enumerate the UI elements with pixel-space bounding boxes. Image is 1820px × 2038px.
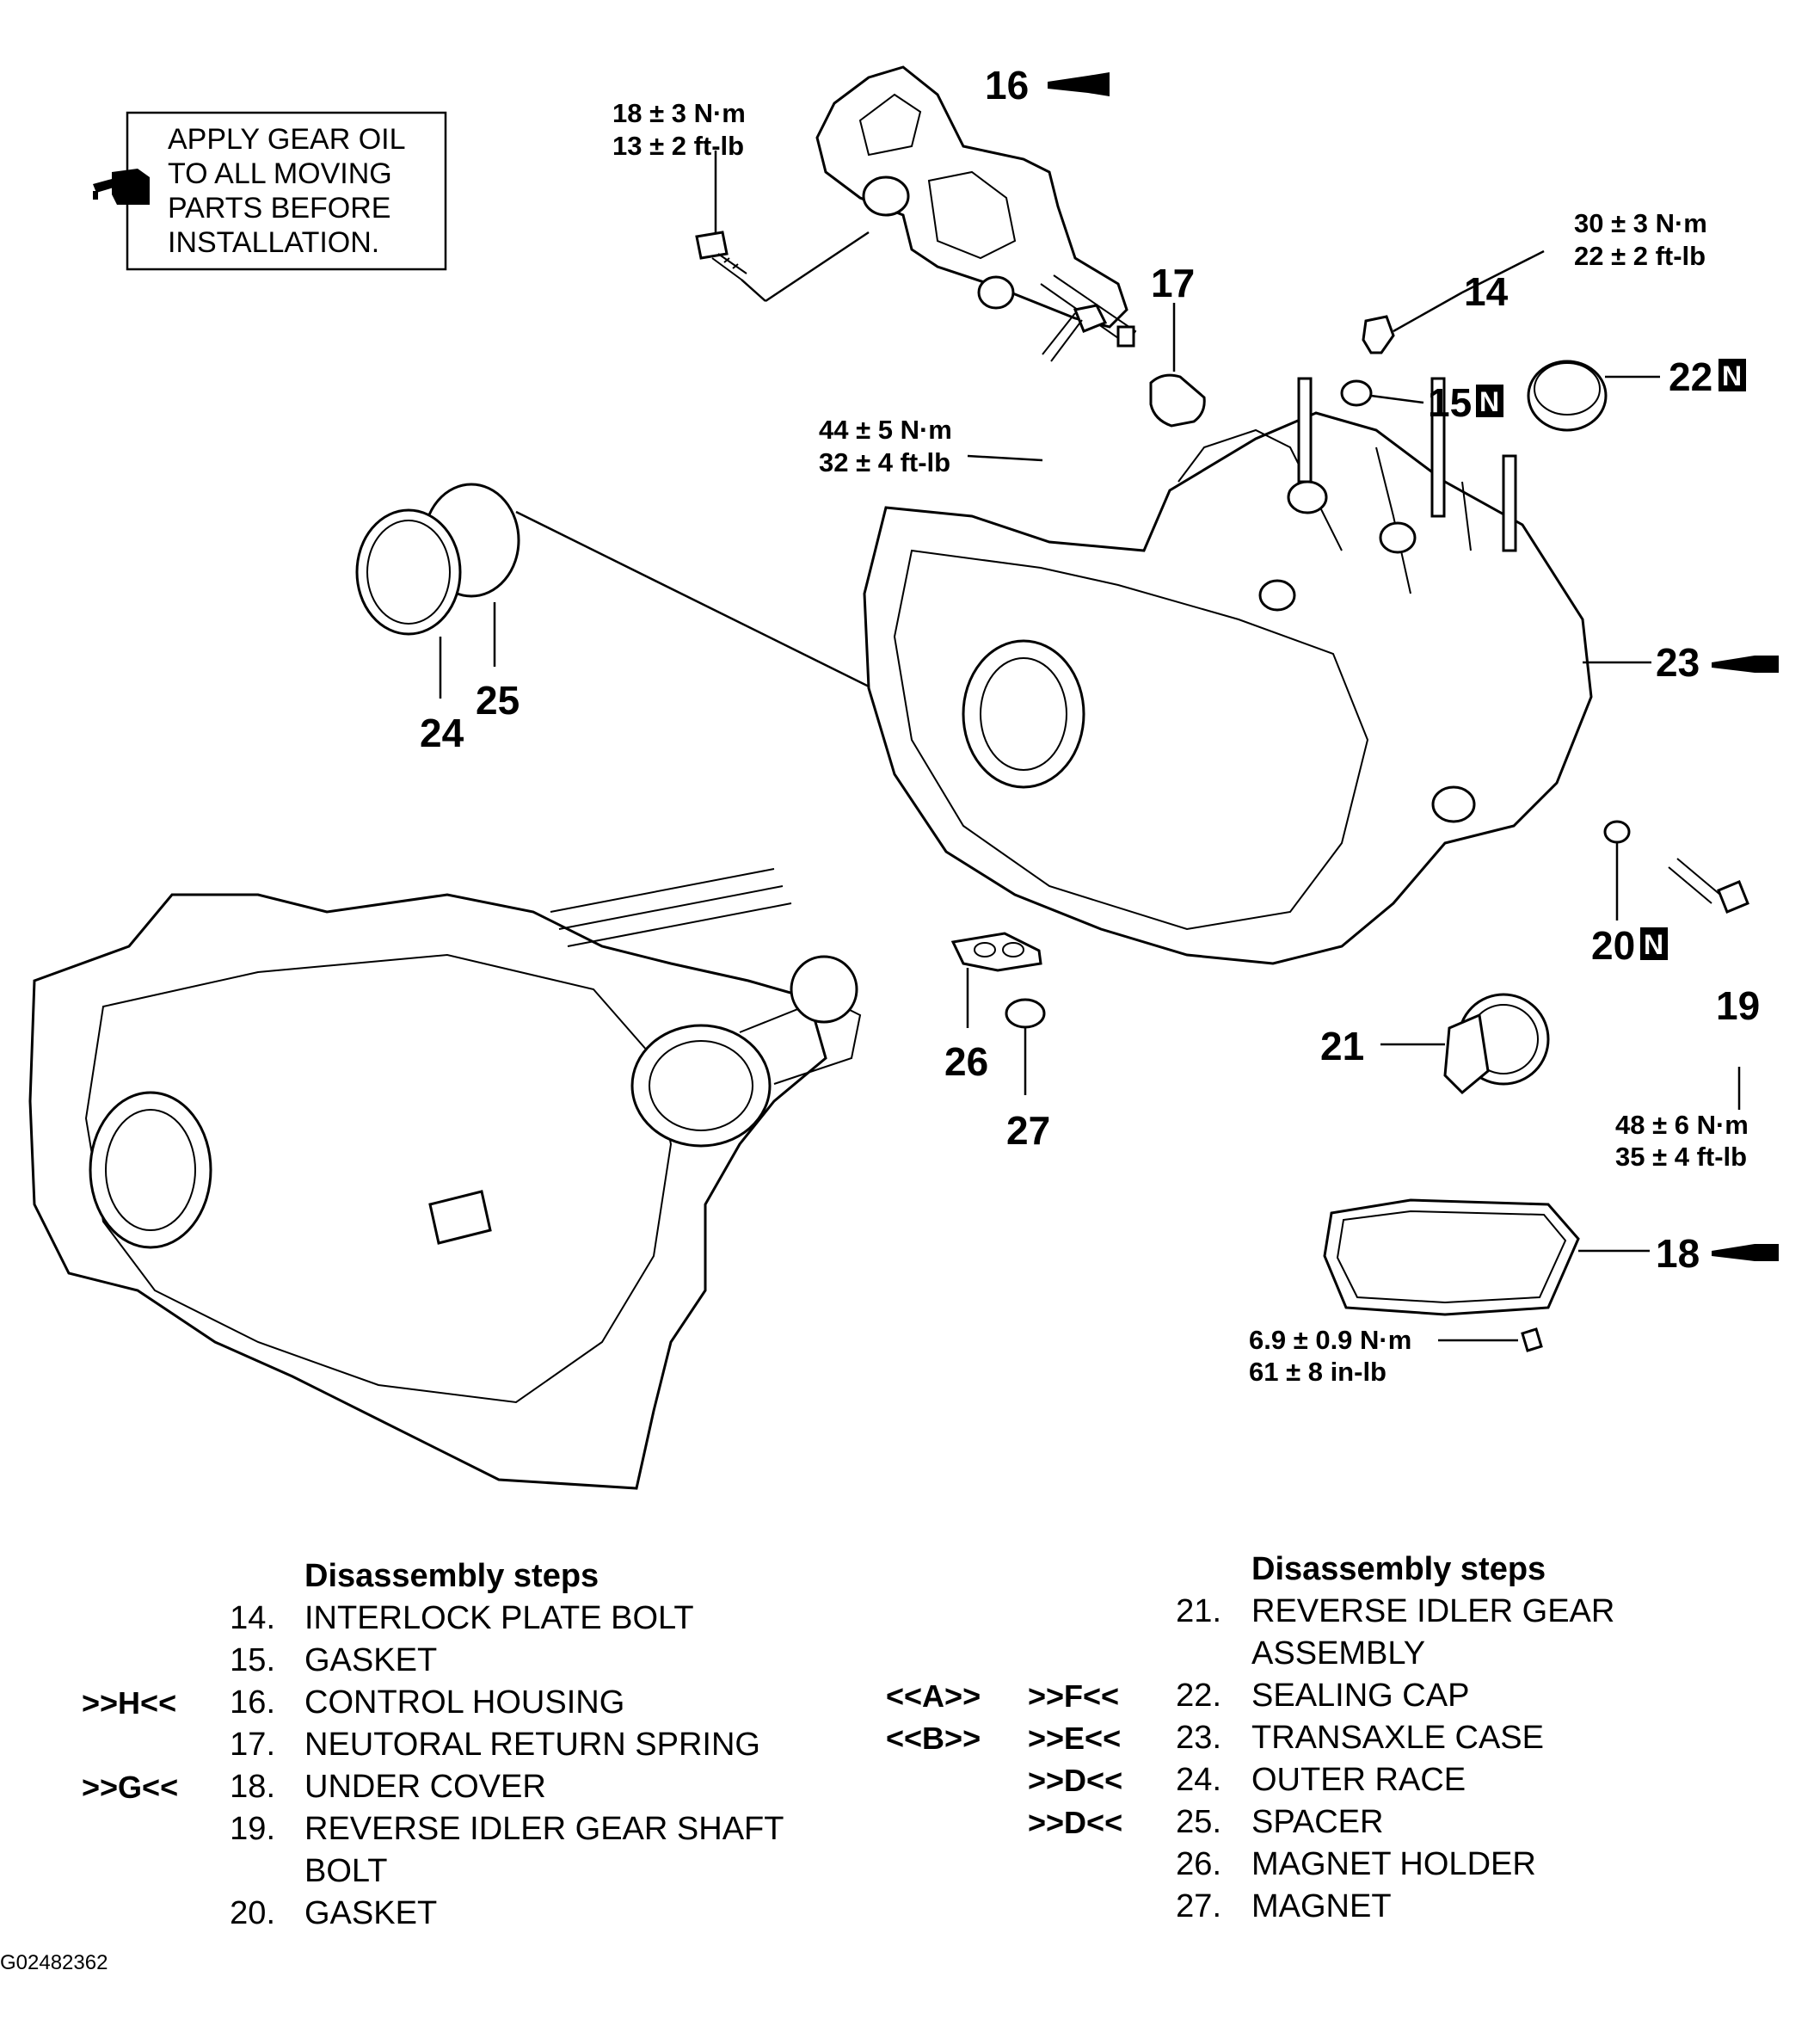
step-ref: <<B>>	[886, 1721, 981, 1756]
step-ref: >>D<<	[1028, 1763, 1123, 1798]
transaxle-assembly-drawing	[28, 868, 862, 1490]
note-line-4: INSTALLATION.	[168, 226, 379, 259]
step-number: 27.	[1176, 1888, 1221, 1924]
callout-23: 23	[1656, 640, 1700, 685]
step-number: 20.	[230, 1895, 275, 1931]
neutral-return-spring-drawing	[1149, 303, 1206, 428]
step-label: GASKET	[304, 1642, 438, 1678]
interlock-bolt-drawing	[1340, 249, 1545, 407]
step-label: SPACER	[1251, 1804, 1384, 1840]
note-line-2: TO ALL MOVING	[168, 157, 392, 190]
outer-race-and-spacer-drawing	[355, 483, 1024, 765]
step-label: CONTROL HOUSING	[304, 1684, 625, 1721]
torque-case-metric: 44 ± 5 N·m	[819, 415, 952, 445]
torque-16-metric: 18 ± 3 N·m	[612, 98, 746, 128]
step-label: REVERSE IDLER GEAR SHAFT	[304, 1811, 784, 1847]
torque-14-imperial: 22 ± 2 ft-lb	[1574, 241, 1706, 271]
callout-17: 17	[1151, 261, 1195, 305]
callout-23-wedge	[1712, 656, 1779, 673]
step-label: MAGNET	[1251, 1888, 1392, 1924]
step-label: UNDER COVER	[304, 1769, 546, 1805]
callout-18-wedge	[1712, 1244, 1779, 1261]
control-housing-bolt	[695, 151, 870, 303]
callout-19: 19	[1716, 983, 1760, 1028]
callout-18: 18	[1656, 1231, 1700, 1276]
step-label: SEALING CAP	[1251, 1678, 1470, 1714]
callout-14: 14	[1464, 269, 1509, 314]
steps-right: Disassembly steps 21. REVERSE IDLER GEAR…	[860, 1549, 1806, 1936]
step-number: 18.	[230, 1769, 275, 1805]
torque-14-metric: 30 ± 3 N·m	[1574, 208, 1707, 238]
figure-id: G02482362	[0, 1951, 108, 1974]
note-line-1: APPLY GEAR OIL	[168, 123, 406, 156]
torque-case-imperial: 32 ± 4 ft-lb	[819, 447, 950, 477]
step-ref: <<A>>	[886, 1678, 981, 1714]
step-ref: >>H<<	[82, 1685, 177, 1721]
callout-labels: 16 17 14 15 N 22 N 23 24 25 20 N 19 21 2…	[420, 63, 1779, 1276]
control-housing-drawing	[815, 65, 1137, 348]
step-number: 23.	[1176, 1720, 1221, 1756]
steps-right-heading: Disassembly steps	[1251, 1551, 1546, 1587]
magnet-holder-drawing	[950, 932, 1046, 1095]
callout-20-new-mark: N	[1644, 929, 1663, 960]
step-number: 26.	[1176, 1846, 1221, 1882]
callout-27: 27	[1006, 1108, 1050, 1153]
step-label: NEUTORAL RETURN SPRING	[304, 1727, 760, 1763]
callout-25: 25	[476, 678, 520, 723]
step-number: 17.	[230, 1727, 275, 1763]
callout-16-wedge	[1048, 72, 1110, 96]
transaxle-case-drawing	[863, 377, 1651, 965]
step-ref: >>G<<	[82, 1770, 179, 1805]
torque-18-imperial: 61 ± 8 in-lb	[1249, 1357, 1387, 1387]
callout-15-new-mark: N	[1479, 386, 1499, 417]
step-ref: >>D<<	[1028, 1805, 1123, 1840]
callout-20: 20	[1591, 923, 1635, 968]
torque-labels: 18 ± 3 N·m 13 ± 2 ft-lb 30 ± 3 N·m 22 ± …	[612, 98, 1749, 1387]
step-label: TRANSAXLE CASE	[1251, 1720, 1544, 1756]
step-label: OUTER RACE	[1251, 1762, 1466, 1798]
step-label: INTERLOCK PLATE BOLT	[304, 1600, 694, 1636]
torque-18-metric: 6.9 ± 0.9 N·m	[1249, 1325, 1411, 1355]
step-number: 25.	[1176, 1804, 1221, 1840]
step-number: 19.	[230, 1811, 275, 1847]
sealing-cap-drawing	[1527, 360, 1660, 432]
torque-16-imperial: 13 ± 2 ft-lb	[612, 131, 744, 161]
step-ref: >>E<<	[1028, 1721, 1122, 1756]
step-ref: >>F<<	[1028, 1678, 1120, 1714]
callout-21: 21	[1320, 1024, 1364, 1068]
step-label: GASKET	[304, 1895, 438, 1931]
callout-26: 26	[944, 1039, 988, 1084]
callout-16: 16	[985, 63, 1029, 108]
under-cover-drawing	[1323, 1198, 1650, 1352]
callout-15: 15	[1428, 380, 1472, 425]
steps-left: Disassembly steps 14. INTERLOCK PLATE BO…	[0, 1555, 860, 1943]
step-label: BOLT	[304, 1853, 388, 1889]
step-number: 15.	[230, 1642, 275, 1678]
callout-24: 24	[420, 711, 464, 755]
step-label: REVERSE IDLER GEAR	[1251, 1593, 1615, 1629]
step-label: MAGNET HOLDER	[1251, 1846, 1536, 1882]
oil-can-icon	[93, 169, 150, 205]
steps-left-heading: Disassembly steps	[304, 1558, 599, 1594]
reverse-idler-bolt-drawing	[1603, 820, 1749, 1110]
torque-19-metric: 48 ± 6 N·m	[1615, 1110, 1749, 1140]
step-number: 24.	[1176, 1762, 1221, 1798]
step-label: ASSEMBLY	[1251, 1635, 1426, 1672]
step-number: 14.	[230, 1600, 275, 1636]
note-line-3: PARTS BEFORE	[168, 192, 390, 225]
step-number: 16.	[230, 1684, 275, 1721]
step-number: 22.	[1176, 1678, 1221, 1714]
gear-oil-note: APPLY GEAR OIL TO ALL MOVING PARTS BEFOR…	[93, 111, 447, 271]
callout-22-new-mark: N	[1722, 360, 1742, 391]
callout-22: 22	[1669, 354, 1712, 399]
step-number: 21.	[1176, 1593, 1221, 1629]
reverse-idler-gear-drawing	[1380, 993, 1550, 1095]
torque-19-imperial: 35 ± 4 ft-lb	[1615, 1142, 1747, 1172]
case-bolt-drawing	[967, 304, 1108, 462]
